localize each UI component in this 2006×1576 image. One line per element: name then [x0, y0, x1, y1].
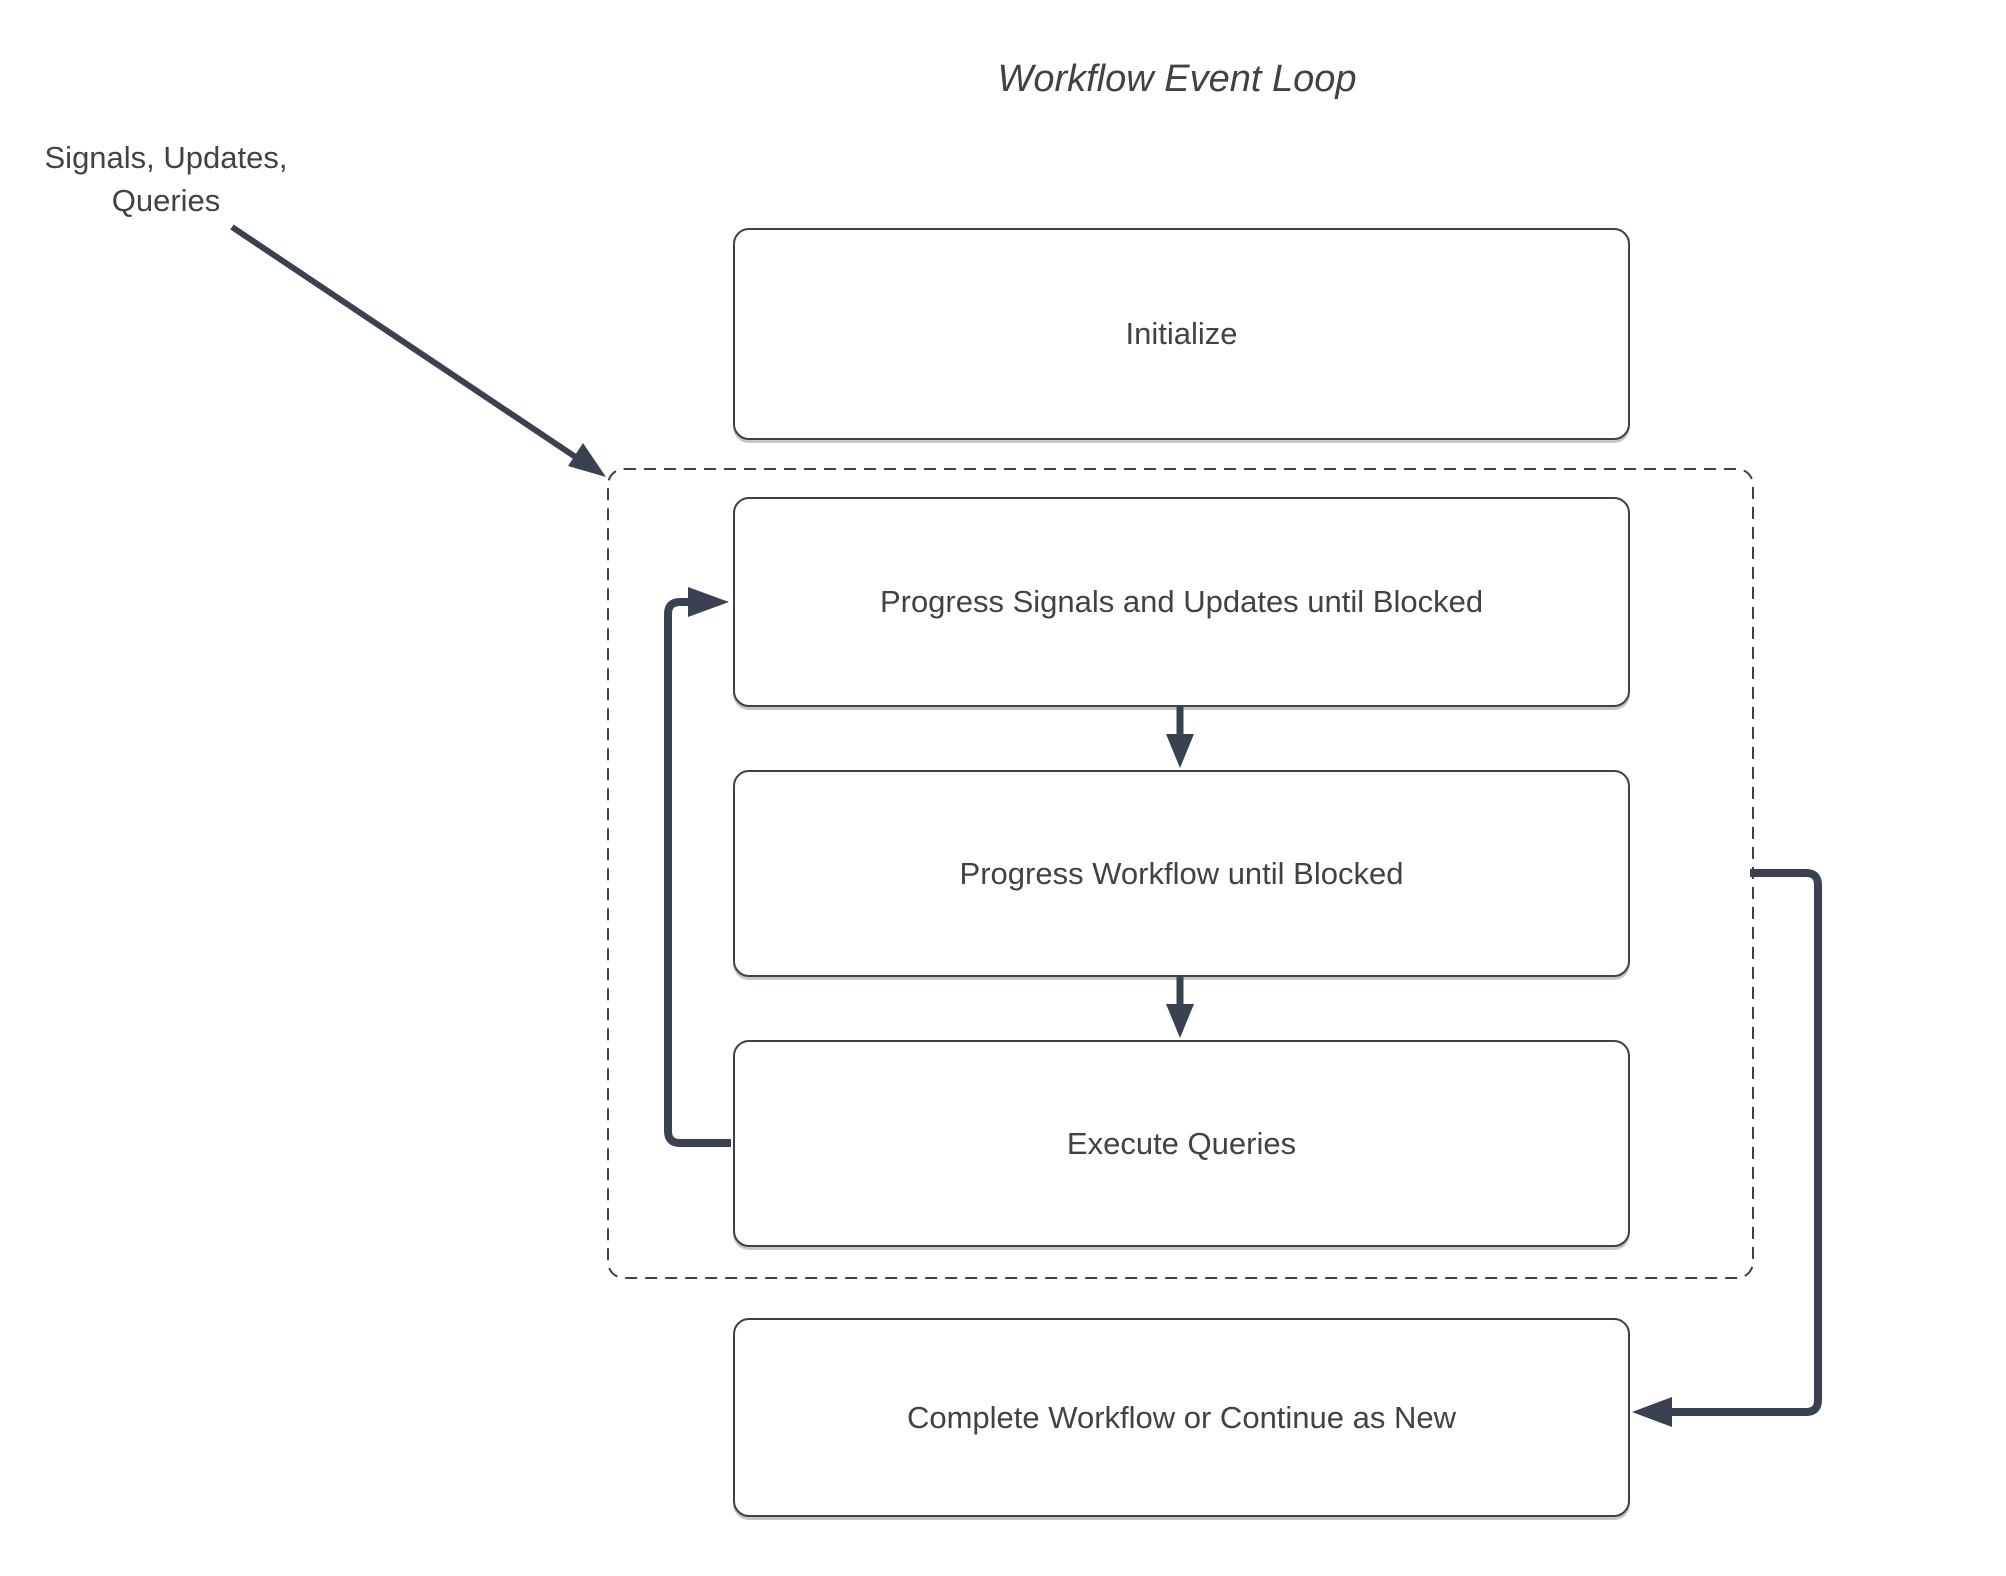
node-progress-workflow-label: Progress Workflow until Blocked: [959, 855, 1404, 891]
loop-back-arrow: [664, 587, 731, 1147]
arrow-signals-to-workflow: [1166, 707, 1194, 768]
loop-back-arrow-path: [664, 598, 731, 1147]
continue-as-new-arrowhead: [1632, 1397, 1672, 1427]
node-execute-queries: Execute Queries: [733, 1040, 1630, 1247]
node-progress-signals-updates: Progress Signals and Updates until Block…: [733, 497, 1630, 707]
continue-as-new-arrow: [1632, 869, 1822, 1427]
external-input-arrow: [230, 224, 606, 477]
diagram-title: Workflow Event Loop: [997, 58, 1357, 100]
arrow-workflow-to-queries-head: [1166, 1004, 1194, 1038]
node-complete-workflow: Complete Workflow or Continue as New: [733, 1318, 1630, 1517]
node-progress-signals-updates-label: Progress Signals and Updates until Block…: [879, 584, 1484, 619]
node-execute-queries-label: Execute Queries: [1066, 1125, 1297, 1161]
continue-as-new-arrow-path: [1668, 869, 1822, 1416]
node-complete-workflow-label: Complete Workflow or Continue as New: [906, 1399, 1457, 1435]
node-progress-workflow: Progress Workflow until Blocked: [733, 770, 1630, 977]
arrow-workflow-to-queries: [1166, 977, 1194, 1038]
loop-back-arrowhead: [688, 587, 729, 617]
arrow-signals-to-workflow-head: [1166, 734, 1194, 768]
node-initialize-label: Initialize: [1125, 316, 1238, 351]
node-initialize: Initialize: [733, 228, 1630, 440]
external-input-arrow-line: [230, 224, 582, 463]
external-inputs-label: Signals, Updates, Queries: [44, 140, 288, 218]
external-input-arrowhead: [568, 443, 606, 477]
